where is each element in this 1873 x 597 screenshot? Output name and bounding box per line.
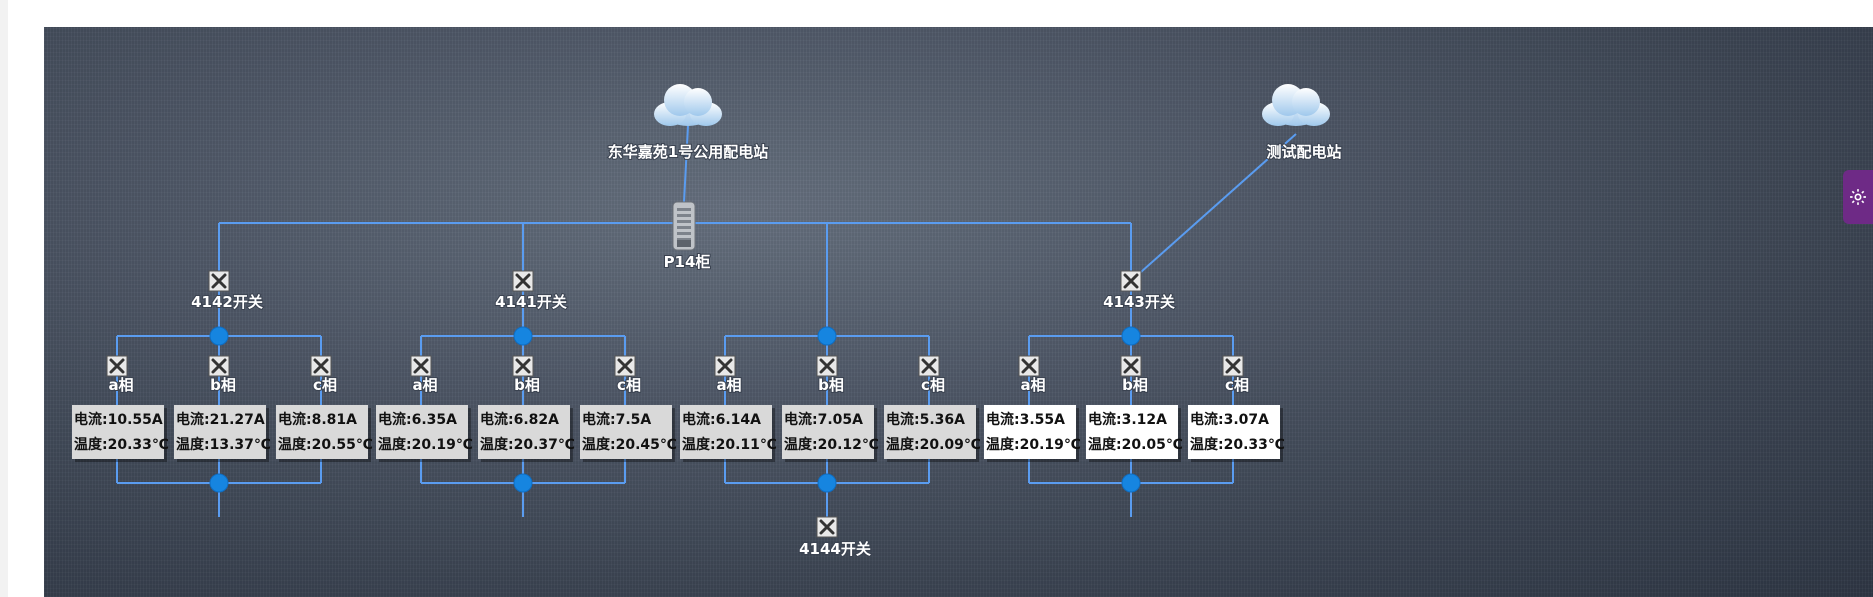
switch-icon[interactable] xyxy=(816,355,838,377)
switch-icon[interactable] xyxy=(1018,355,1040,377)
current-value: 电流:5.36A xyxy=(886,411,965,428)
measurement-card[interactable] xyxy=(276,405,368,459)
measurement-card[interactable] xyxy=(1086,405,1178,459)
switch-label: 4144开关 xyxy=(799,540,871,558)
switch-icon[interactable] xyxy=(714,355,736,377)
current-value: 电流:6.82A xyxy=(480,411,559,428)
switch-icon[interactable] xyxy=(918,355,940,377)
switch-icon[interactable] xyxy=(512,270,534,292)
switch-label: 4141开关 xyxy=(495,293,567,311)
temperature-value: 温度:20.55℃ xyxy=(278,436,373,453)
measurement-card[interactable] xyxy=(884,405,976,459)
switch-icon[interactable] xyxy=(208,270,230,292)
switch-icon[interactable] xyxy=(1120,270,1142,292)
cabinet-label: P14柜 xyxy=(664,253,711,271)
switch-icon[interactable] xyxy=(816,516,838,538)
measurement-card[interactable] xyxy=(782,405,874,459)
topology-canvas[interactable]: 东华嘉苑1号公用配电站 测试配电站 P14柜 4142开关 a相电流:10.55A 温度:… xyxy=(44,27,1873,597)
temperature-value: 温度:20.33℃ xyxy=(74,436,169,453)
switch-icon[interactable] xyxy=(208,355,230,377)
temperature-value: 温度:20.11℃ xyxy=(682,436,777,453)
current-value: 电流:10.55A xyxy=(74,411,163,428)
switch-icon[interactable] xyxy=(106,355,128,377)
page-margin xyxy=(0,0,8,597)
current-value: 电流:6.14A xyxy=(682,411,761,428)
phase-label: a相 xyxy=(412,376,437,394)
temperature-value: 温度:20.45℃ xyxy=(582,436,677,453)
measurement-card[interactable] xyxy=(680,405,772,459)
current-value: 电流:3.07A xyxy=(1190,411,1269,428)
temperature-value: 温度:20.19℃ xyxy=(986,436,1081,453)
temperature-value: 温度:20.33℃ xyxy=(1190,436,1285,453)
current-value: 电流:7.05A xyxy=(784,411,863,428)
temperature-value: 温度:20.19℃ xyxy=(378,436,473,453)
switch-icon[interactable] xyxy=(310,355,332,377)
station-label: 测试配电站 xyxy=(1266,143,1341,161)
current-value: 电流:3.12A xyxy=(1088,411,1167,428)
temperature-value: 温度:20.12℃ xyxy=(784,436,879,453)
switch-icon[interactable] xyxy=(1222,355,1244,377)
current-value: 电流:6.35A xyxy=(378,411,457,428)
phase-label: c相 xyxy=(921,376,945,394)
measurement-card[interactable] xyxy=(1188,405,1280,459)
bus-node[interactable] xyxy=(209,473,229,493)
bus-node[interactable] xyxy=(1121,326,1141,346)
current-value: 电流:21.27A xyxy=(176,411,265,428)
phase-label: c相 xyxy=(313,376,337,394)
phase-label: a相 xyxy=(108,376,133,394)
current-value: 电流:7.5A xyxy=(582,411,651,428)
station-label: 东华嘉苑1号公用配电站 xyxy=(608,143,768,161)
phase-label: b相 xyxy=(1122,376,1148,394)
temperature-value: 温度:20.09℃ xyxy=(886,436,981,453)
switch-icon[interactable] xyxy=(410,355,432,377)
phase-label: b相 xyxy=(210,376,236,394)
measurement-card[interactable] xyxy=(478,405,570,459)
measurement-card[interactable] xyxy=(984,405,1076,459)
phase-label: a相 xyxy=(1020,376,1045,394)
phase-label: b相 xyxy=(514,376,540,394)
measurement-card[interactable] xyxy=(72,405,164,459)
cabinet-icon[interactable] xyxy=(672,201,696,251)
measurement-card[interactable] xyxy=(174,405,266,459)
feeder-line xyxy=(683,125,689,203)
temperature-value: 温度:20.37℃ xyxy=(480,436,575,453)
phase-label: c相 xyxy=(617,376,641,394)
bus-node[interactable] xyxy=(209,326,229,346)
bus-node[interactable] xyxy=(817,326,837,346)
current-value: 电流:8.81A xyxy=(278,411,357,428)
switch-icon[interactable] xyxy=(614,355,636,377)
bus-node[interactable] xyxy=(513,326,533,346)
switch-label: 4142开关 xyxy=(191,293,263,311)
settings-button[interactable] xyxy=(1843,170,1873,224)
bus-node[interactable] xyxy=(513,473,533,493)
bus-node[interactable] xyxy=(817,473,837,493)
measurement-card[interactable] xyxy=(580,405,672,459)
switch-icon[interactable] xyxy=(512,355,534,377)
phase-label: b相 xyxy=(818,376,844,394)
phase-label: a相 xyxy=(716,376,741,394)
cloud-icon[interactable] xyxy=(1262,84,1330,126)
temperature-value: 温度:13.37℃ xyxy=(176,436,271,453)
phase-label: c相 xyxy=(1225,376,1249,394)
bus-node[interactable] xyxy=(1121,473,1141,493)
feeder-line xyxy=(1140,133,1297,273)
switch-label: 4143开关 xyxy=(1103,293,1175,311)
temperature-value: 温度:20.05℃ xyxy=(1088,436,1183,453)
gear-icon xyxy=(1850,189,1866,205)
switch-icon[interactable] xyxy=(1120,355,1142,377)
measurement-card[interactable] xyxy=(376,405,468,459)
current-value: 电流:3.55A xyxy=(986,411,1065,428)
cloud-icon[interactable] xyxy=(654,84,722,126)
